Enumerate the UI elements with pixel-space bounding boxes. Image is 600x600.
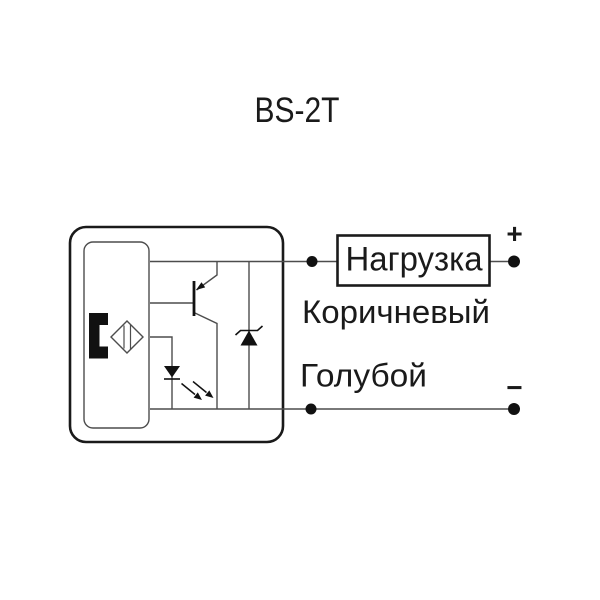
load-label: Нагрузка <box>346 241 483 279</box>
led-indicator-icon <box>164 366 214 400</box>
positive-terminal-dot <box>508 255 520 268</box>
internal-wiring <box>150 260 514 410</box>
plus-terminal-sign: + <box>506 218 522 249</box>
junction-dot-negative <box>305 403 317 415</box>
junction-dot-positive <box>306 256 318 267</box>
load-box: Нагрузка <box>336 234 491 287</box>
oscillator-symbol-icon <box>110 320 144 354</box>
negative-terminal-dot <box>508 403 520 415</box>
zener-diode-icon <box>234 325 264 346</box>
led-wire <box>150 336 173 409</box>
diagram-title: BS-2T <box>255 91 340 130</box>
minus-terminal-sign: − <box>506 372 522 403</box>
brown-wire-label: Коричневый <box>302 294 490 330</box>
blue-wire-label: Голубой <box>300 358 427 394</box>
output-transistor-icon <box>192 281 206 316</box>
transistor-collector-wire <box>194 312 218 409</box>
sensor-core-icon <box>89 313 108 359</box>
